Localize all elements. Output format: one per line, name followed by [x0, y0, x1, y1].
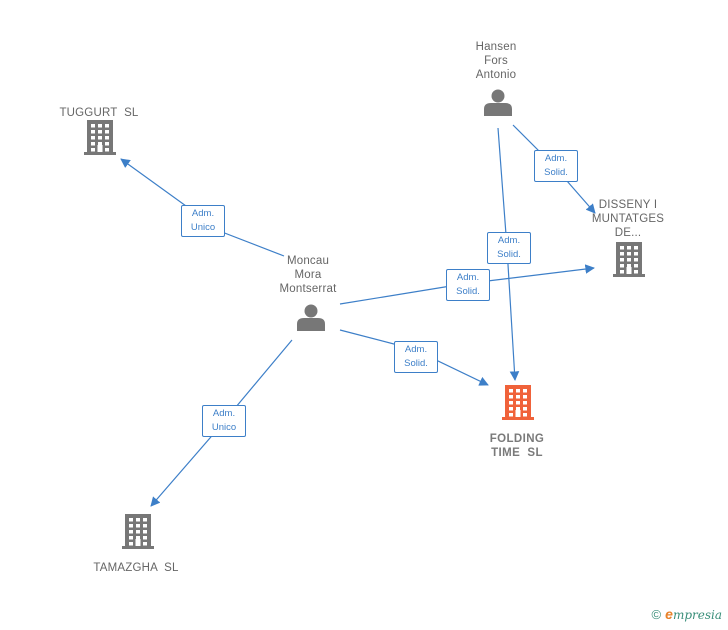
- edge-label-line: Adm.: [544, 153, 568, 164]
- edge-label-moncau-to-tamazgha[interactable]: Adm. Unico: [202, 405, 246, 437]
- building-icon[interactable]: [122, 514, 154, 549]
- node-label-line: Mora: [294, 269, 322, 281]
- edge-label-line: Unico: [190, 222, 216, 233]
- person-icon[interactable]: [484, 89, 512, 117]
- edge-label-hansen-to-folding[interactable]: Adm. Solid.: [487, 232, 531, 264]
- copyright-symbol: ©: [651, 607, 662, 622]
- person-icon[interactable]: [297, 304, 325, 332]
- node-label-line: Hansen: [475, 41, 517, 53]
- edge-label-line: Adm.: [191, 208, 215, 219]
- node-label-line: DISSENY I: [598, 199, 658, 211]
- edge-label-line: Unico: [211, 422, 237, 433]
- edge-label-line: Solid.: [497, 249, 521, 260]
- node-label-line: Antonio: [475, 69, 517, 81]
- node-label-disseny[interactable]: DISSENY I MUNTATGES DE...: [578, 198, 678, 240]
- footer-brand[interactable]: ©empresia: [652, 606, 722, 622]
- brand-initial: e: [665, 606, 673, 622]
- edge-label-hansen-to-disseny[interactable]: Adm. Solid.: [534, 150, 578, 182]
- node-label-line: Fors: [484, 55, 508, 67]
- edge-label-line: Adm.: [404, 344, 428, 355]
- node-label-line: FOLDING: [489, 433, 545, 445]
- building-icon[interactable]: [502, 385, 534, 420]
- nodes-layer: [84, 89, 645, 549]
- node-label-line: Montserrat: [279, 283, 337, 295]
- node-label-tamazgha[interactable]: TAMAZGHA SL: [76, 561, 196, 575]
- node-label-line: MUNTATGES: [591, 213, 665, 225]
- edge-label-line: Solid.: [456, 286, 480, 297]
- edge-moncau-to-tamazgha: [150, 339, 293, 507]
- edge-label-moncau-to-tuggurt[interactable]: Adm. Unico: [181, 205, 225, 237]
- edge-label-line: Adm.: [212, 408, 236, 419]
- node-label-tuggurt[interactable]: TUGGURT SL: [39, 106, 159, 120]
- building-icon[interactable]: [84, 120, 116, 155]
- node-label-line: Moncau: [286, 255, 330, 267]
- node-label-line: TAMAZGHA SL: [93, 562, 179, 574]
- node-label-line: TIME SL: [491, 447, 543, 459]
- node-label-line: DE...: [614, 227, 642, 239]
- edge-label-moncau-to-folding[interactable]: Adm. Solid.: [394, 341, 438, 373]
- edge-label-line: Adm.: [497, 235, 521, 246]
- node-label-line: TUGGURT SL: [59, 107, 139, 119]
- node-label-folding[interactable]: FOLDING TIME SL: [467, 432, 567, 460]
- edge-label-moncau-to-disseny[interactable]: Adm. Solid.: [446, 269, 490, 301]
- edge-label-line: Solid.: [544, 167, 568, 178]
- brand-name: mpresia: [672, 608, 722, 622]
- edge-label-line: Adm.: [456, 272, 480, 283]
- edge-label-line: Solid.: [404, 358, 428, 369]
- building-icon[interactable]: [613, 242, 645, 277]
